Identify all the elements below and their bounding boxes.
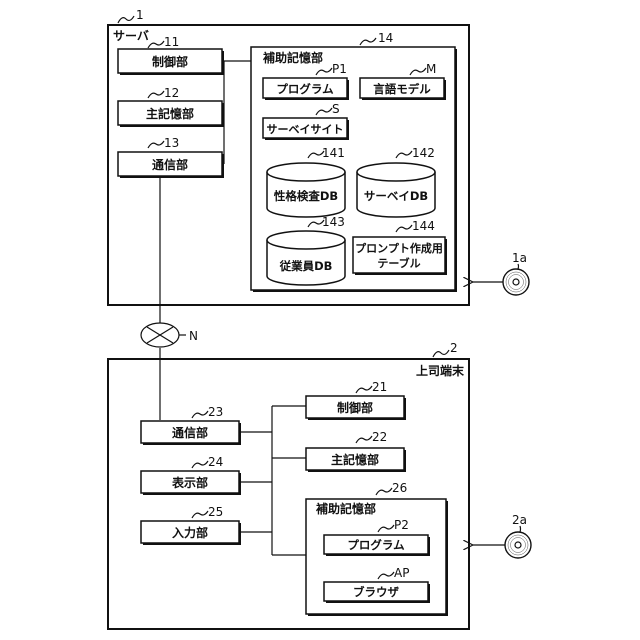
unit-label: 制御部 — [337, 400, 373, 415]
server-storage-medium: 1a — [473, 251, 529, 295]
terminal-storage-medium: 2a — [473, 513, 531, 558]
program-label: プログラム — [347, 538, 405, 552]
unit-label: 入力部 — [172, 525, 208, 540]
unit-ref: 25 — [208, 505, 223, 519]
terminal-title: 上司端末 — [416, 363, 465, 378]
terminal-display-unit: 24 表示部 — [141, 455, 241, 495]
table-label-line2: テーブル — [377, 256, 420, 270]
db-label: 性格検査DB — [274, 189, 338, 203]
unit-ref: 13 — [164, 136, 179, 150]
site-label: サーベイサイト — [267, 123, 344, 136]
terminal-input-unit: 25 入力部 — [141, 505, 241, 545]
browser-ref: AP — [394, 566, 409, 580]
server-bus — [222, 61, 251, 164]
unit-label: 通信部 — [172, 425, 208, 440]
server-main-memory-unit: 12 主記憶部 — [118, 86, 224, 127]
model-ref: M — [426, 62, 436, 76]
storage-title: 補助記憶部 — [262, 50, 323, 65]
terminal-aux-storage: 26 補助記憶部 P2 プログラム AP ブラウザ — [306, 481, 448, 616]
db-ref: 143 — [322, 215, 345, 229]
disk-ref: 1a — [512, 251, 527, 265]
unit-label: 主記憶部 — [146, 106, 194, 121]
db-ref: 142 — [412, 146, 435, 160]
unit-ref: 22 — [372, 430, 387, 444]
disk-ref: 2a — [512, 513, 527, 527]
server-comm-unit: 13 通信部 — [118, 136, 224, 178]
program-ref: P2 — [394, 518, 409, 532]
unit-label: 通信部 — [152, 157, 188, 172]
unit-ref: 21 — [372, 380, 387, 394]
server-block: 1 サーバ 11 制御部 12 主記憶部 13 通信部 — [108, 8, 529, 305]
storage-ref: 26 — [392, 481, 407, 495]
storage-ref: 14 — [378, 31, 393, 45]
terminal-main-memory-unit: 22 主記憶部 — [306, 430, 406, 472]
program-ref: P1 — [332, 62, 347, 76]
unit-ref: 23 — [208, 405, 223, 419]
program-label: プログラム — [276, 82, 334, 96]
table-label-line1: プロンプト作成用 — [355, 241, 443, 255]
site-ref: S — [332, 102, 340, 116]
table-ref: 144 — [412, 219, 435, 233]
terminal-ref: 2 — [450, 341, 458, 355]
unit-label: 表示部 — [171, 475, 208, 490]
network-ref: N — [189, 329, 198, 343]
db-ref: 141 — [322, 146, 345, 160]
storage-title: 補助記憶部 — [315, 501, 376, 516]
db-label: 従業員DB — [279, 259, 333, 273]
unit-label: 制御部 — [152, 54, 188, 69]
server-leader — [118, 16, 134, 23]
terminal-bus — [239, 406, 306, 555]
terminal-block: 2 上司端末 23 通信部 24 表示部 25 入力部 — [108, 341, 531, 629]
unit-ref: 24 — [208, 455, 223, 469]
db-label: サーベイDB — [364, 189, 428, 203]
terminal-control-unit: 21 制御部 — [306, 380, 406, 420]
network: N — [141, 176, 198, 420]
server-ref: 1 — [136, 8, 144, 22]
server-title: サーバ — [113, 29, 149, 43]
unit-label: 主記憶部 — [331, 452, 379, 467]
server-aux-storage: 14 補助記憶部 P1 プログラム M 言語モデル — [251, 31, 457, 292]
unit-ref: 11 — [164, 35, 179, 49]
terminal-comm-unit: 23 通信部 — [141, 405, 241, 445]
browser-label: ブラウザ — [353, 585, 399, 599]
unit-ref: 12 — [164, 86, 179, 100]
model-label: 言語モデル — [373, 82, 431, 96]
